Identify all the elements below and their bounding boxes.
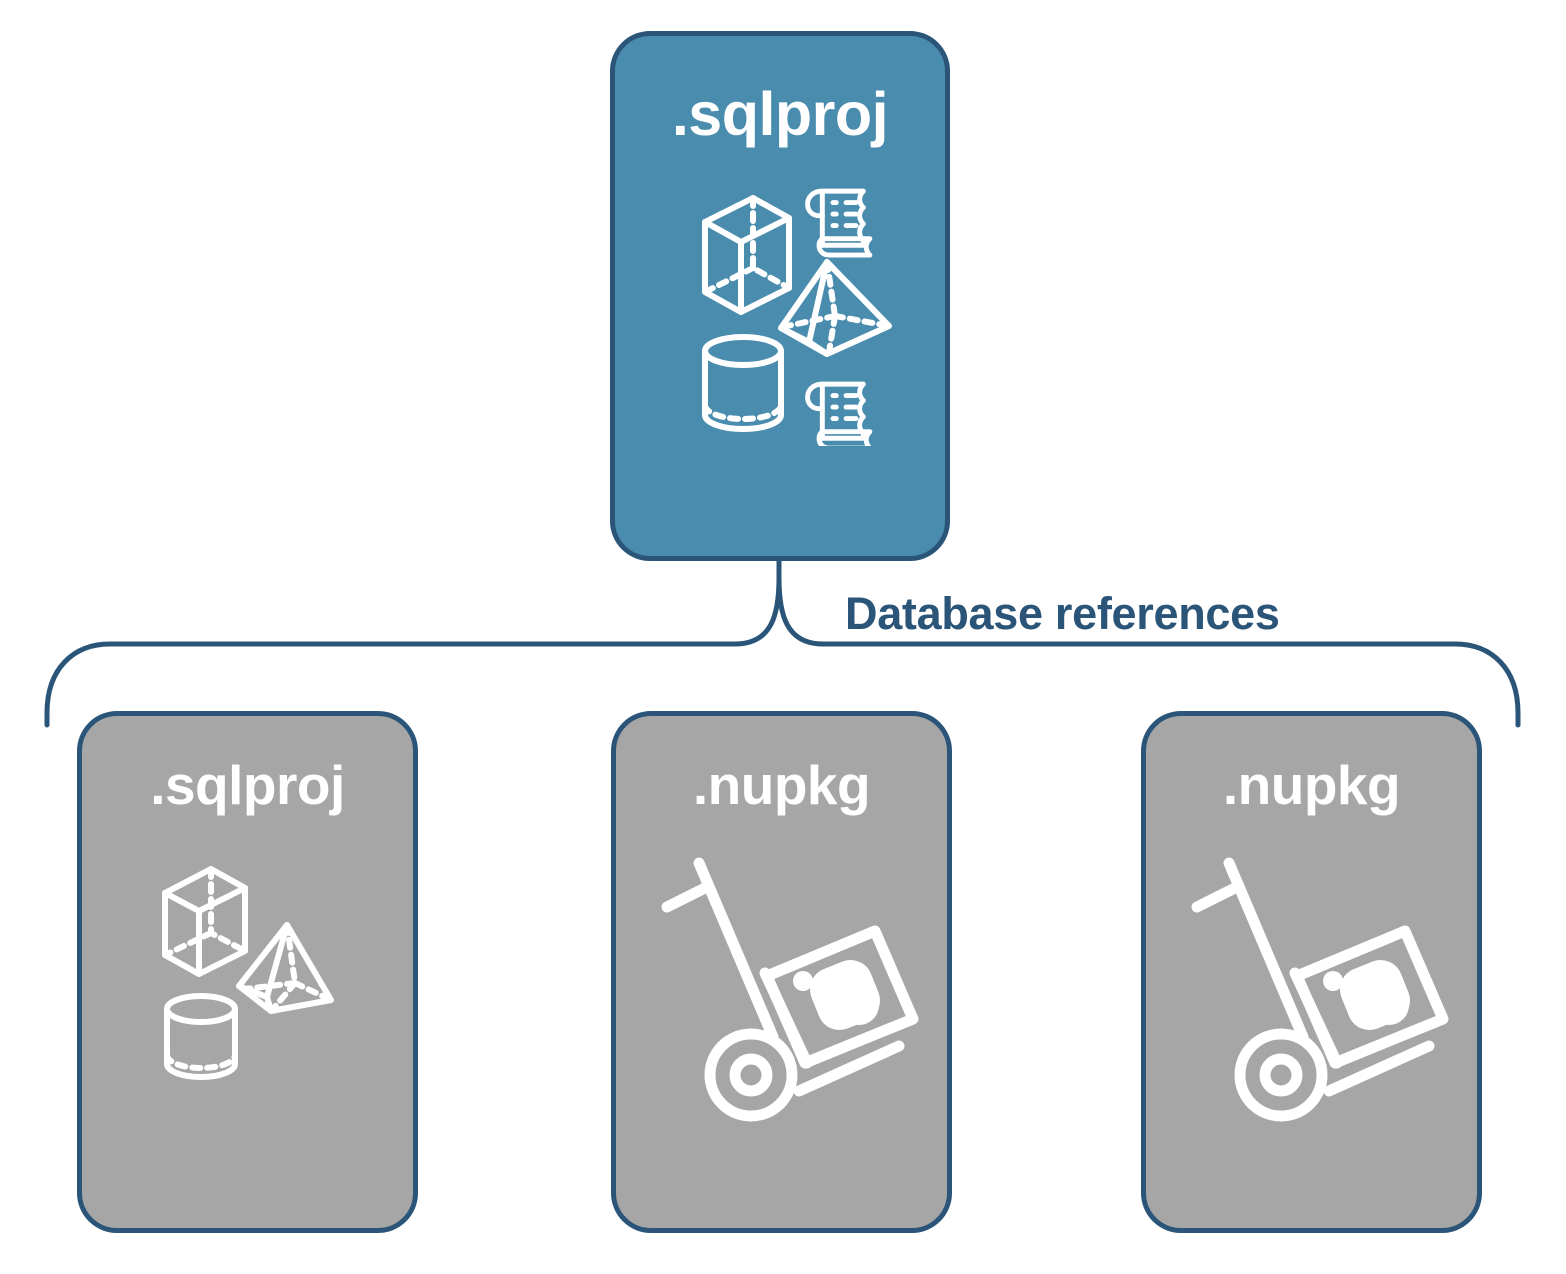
node-title: .sqlproj	[150, 754, 345, 816]
cylinder-wireframe-icon	[164, 993, 238, 1080]
pyramid-wireframe-icon	[236, 922, 334, 1014]
cube-wireframe-icon	[162, 866, 248, 977]
cylinder-wireframe-icon	[702, 334, 784, 432]
node-nupkg-reference-2[interactable]: .nupkg	[1141, 711, 1482, 1233]
hand-truck-package-icon-group	[1171, 841, 1471, 1136]
node-title: .sqlproj	[671, 80, 889, 148]
node-title: .nupkg	[692, 754, 871, 816]
node-sqlproj-reference[interactable]: .sqlproj	[77, 711, 418, 1233]
scroll-script-icon	[805, 381, 873, 451]
cube-wireframe-icon	[702, 195, 792, 315]
scroll-script-icon	[805, 188, 873, 258]
database-objects-icon-group	[149, 861, 359, 1086]
hand-truck-package-icon	[1191, 857, 1449, 1122]
node-sqlproj-root[interactable]: .sqlproj	[610, 31, 950, 561]
node-nupkg-reference-1[interactable]: .nupkg	[611, 711, 952, 1233]
hand-truck-package-icon-group	[641, 841, 941, 1136]
hand-truck-package-icon	[661, 857, 919, 1122]
pyramid-wireframe-icon	[778, 259, 892, 357]
node-title: .nupkg	[1222, 754, 1401, 816]
database-objects-icon-group	[677, 176, 897, 451]
connector-label: Database references	[845, 588, 1280, 639]
